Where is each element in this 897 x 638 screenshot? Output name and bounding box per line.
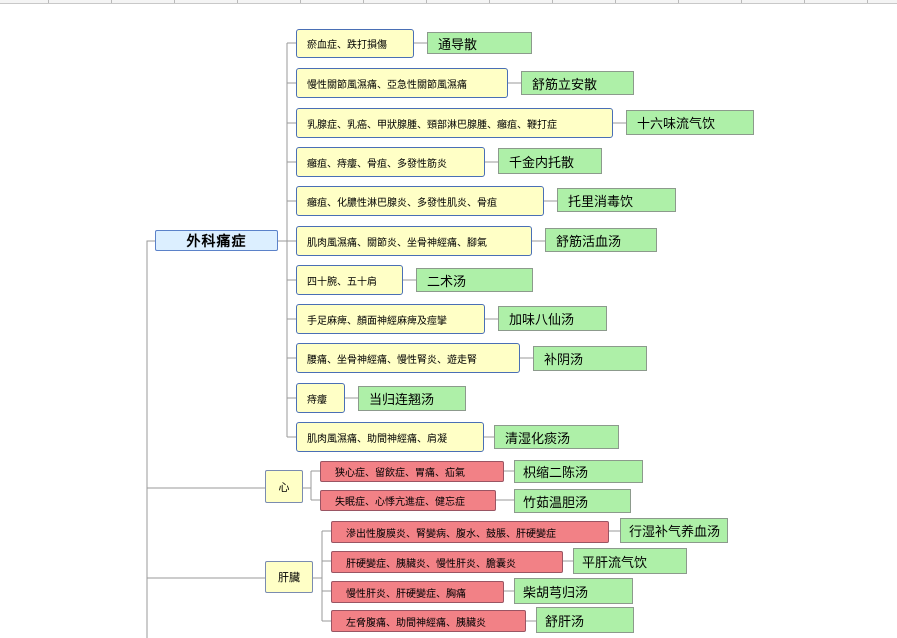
condition-node[interactable]: 瘀血症、跌打損傷	[296, 29, 414, 58]
condition-node[interactable]: 乳腺症、乳癌、甲狀腺腫、頸部淋巴腺腫、癰疽、鞭打症	[296, 108, 613, 138]
remedy-node[interactable]: 十六味流气饮	[626, 110, 754, 135]
remedy-node[interactable]: 加味八仙汤	[498, 306, 607, 331]
remedy-node[interactable]: 柴胡芎归汤	[514, 578, 633, 604]
remedy-node[interactable]: 舒筋立安散	[521, 71, 634, 95]
condition-node[interactable]: 癰疽、化膿性淋巴腺炎、多發性肌炎、骨疽	[296, 186, 544, 216]
organ-node-liver[interactable]: 肝臟	[265, 561, 313, 593]
remedy-node[interactable]: 当归连翘汤	[358, 386, 466, 411]
remedy-node[interactable]: 舒肝汤	[536, 607, 634, 633]
condition-node[interactable]: 狭心症、留飲症、胃痛、疝氣	[320, 461, 504, 482]
condition-node[interactable]: 滲出性腹膜炎、腎變病、腹水、鼓脹、肝硬變症	[331, 521, 609, 543]
remedy-node[interactable]: 舒筋活血汤	[545, 228, 657, 252]
organ-node-heart[interactable]: 心	[265, 470, 303, 503]
condition-node[interactable]: 左脅腹痛、助間神經痛、胰臟炎	[331, 610, 526, 632]
condition-node[interactable]: 癰疽、痔瘻、骨疽、多發性筋炎	[296, 147, 485, 177]
remedy-node[interactable]: 行湿补气养血汤	[620, 518, 728, 543]
root-node[interactable]: 外科痛症	[155, 230, 278, 251]
condition-node[interactable]: 肌肉風濕痛、助間神經痛、肩凝	[296, 422, 484, 452]
condition-node[interactable]: 肌肉風濕痛、關節炎、坐骨神經痛、腳氣	[296, 226, 532, 256]
condition-node[interactable]: 慢性關節風濕痛、亞急性關節風濕痛	[296, 68, 508, 98]
condition-node[interactable]: 失眠症、心悸亢進症、健忘症	[320, 490, 496, 511]
condition-node[interactable]: 腰痛、坐骨神經痛、慢性腎炎、遊走腎	[296, 343, 520, 373]
remedy-node[interactable]: 清湿化痰汤	[494, 425, 619, 449]
condition-node[interactable]: 肝硬變症、胰臟炎、慢性肝炎、膽囊炎	[331, 551, 563, 573]
condition-node[interactable]: 痔瘻	[296, 383, 345, 413]
spreadsheet-top-border	[0, 0, 897, 4]
condition-node[interactable]: 手足麻痺、顏面神經麻痺及痙攣	[296, 304, 485, 334]
remedy-node[interactable]: 千金内托散	[498, 148, 602, 174]
remedy-node[interactable]: 托里消毒饮	[557, 188, 676, 212]
condition-node[interactable]: 四十腕、五十肩	[296, 265, 403, 295]
remedy-node[interactable]: 通导散	[427, 32, 532, 54]
remedy-node[interactable]: 竹茹温胆汤	[514, 489, 631, 513]
remedy-node[interactable]: 枳缩二陈汤	[514, 460, 643, 483]
remedy-node[interactable]: 二术汤	[416, 268, 533, 292]
condition-node[interactable]: 慢性肝炎、肝硬變症、胸痛	[331, 581, 504, 603]
remedy-node[interactable]: 平肝流气饮	[573, 548, 687, 574]
remedy-node[interactable]: 补阴汤	[533, 346, 647, 371]
